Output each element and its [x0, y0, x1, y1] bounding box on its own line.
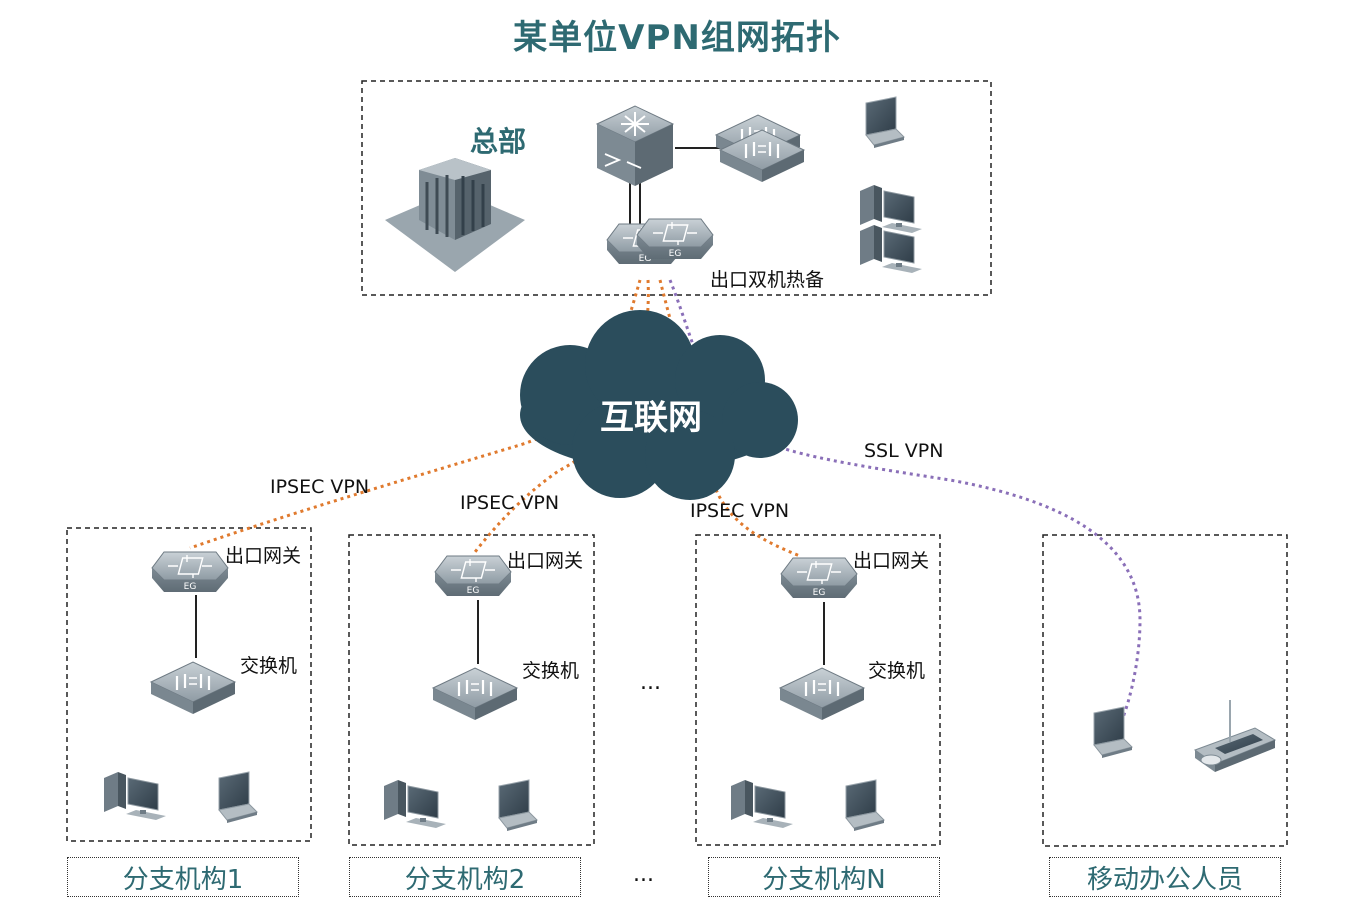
ipsec-link-branch-1	[189, 279, 642, 550]
mobile-laptop-icon	[1093, 706, 1133, 759]
internet-cloud	[520, 310, 798, 500]
branch-n-box	[695, 534, 941, 846]
branch-2-laptop-icon	[498, 779, 538, 832]
hq-egress-label: 出口双机热备	[710, 269, 825, 291]
diagram-title: 某单位VPN组网拓扑	[513, 18, 841, 58]
branch-ellipsis: ...	[640, 670, 661, 695]
branch-n-switch-label: 交换机	[868, 660, 926, 682]
hq-egress-gateway-icon	[636, 218, 714, 260]
ipsec-label-branch-2: IPSEC VPN	[460, 492, 560, 514]
hq-pc-icon	[859, 184, 923, 234]
branch-1-switch-label: 交换机	[240, 655, 298, 677]
hq-label: 总部	[470, 125, 527, 158]
branch-n-gateway-label: 出口网关	[853, 550, 930, 572]
branch-1-laptop-icon	[218, 771, 258, 824]
internet-label: 互联网	[600, 398, 702, 438]
hq-core-switch-icon	[595, 105, 675, 186]
branch-n-gateway-icon	[780, 557, 858, 599]
branch-n-pc-icon	[730, 779, 794, 829]
hq-box	[361, 80, 992, 296]
caption-ellipsis: ...	[633, 862, 654, 887]
ipsec-label-branch-1: IPSEC VPN	[270, 476, 370, 498]
branch-1-gateway-icon	[151, 551, 229, 593]
branch-2-switch-icon	[431, 666, 519, 722]
branch-1-switch-icon	[149, 660, 237, 716]
branch-1-gateway-label: 出口网关	[225, 545, 302, 567]
branch-1-pc-icon	[103, 771, 167, 821]
branch-2-gateway-label: 出口网关	[507, 550, 584, 572]
branch-2-box	[348, 534, 595, 846]
ssl-vpn-label: SSL VPN	[864, 440, 944, 462]
branch-n-laptop-icon	[845, 779, 885, 832]
branch-2-caption: 分支机构2	[349, 857, 581, 897]
branch-n-caption: 分支机构N	[708, 857, 940, 897]
branch-2-switch-label: 交换机	[522, 660, 580, 682]
ssl-vpn-link	[668, 279, 1142, 721]
mobile-box	[1042, 534, 1288, 847]
hq-building-icon	[385, 158, 525, 272]
branch-2-pc-icon	[383, 779, 447, 829]
branch-2-gateway-icon	[434, 555, 512, 597]
hq-laptop-icon	[865, 96, 905, 149]
mobile-caption: 移动办公人员	[1049, 857, 1281, 897]
branch-1-caption: 分支机构1	[67, 857, 299, 897]
branch-n-switch-icon	[778, 666, 866, 722]
branch-1-box	[66, 527, 312, 842]
mobile-pda-icon	[1193, 700, 1277, 772]
ipsec-label-branch-n: IPSEC VPN	[690, 500, 790, 522]
